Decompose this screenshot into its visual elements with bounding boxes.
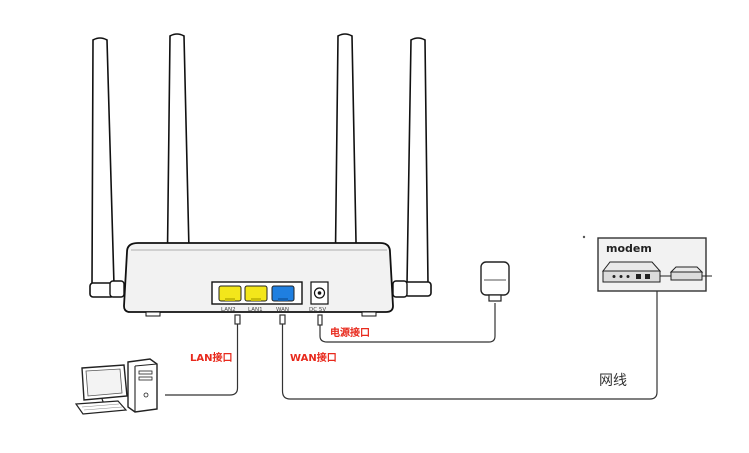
modem-box xyxy=(597,237,712,292)
wan-cable xyxy=(279,290,658,400)
power-adapter-icon xyxy=(480,261,510,302)
lan2-port xyxy=(218,285,242,302)
wan-port-label: WAN xyxy=(276,307,290,313)
lan1-port-label: LAN1 xyxy=(248,307,263,313)
wan-port xyxy=(271,285,295,302)
stray-dot xyxy=(582,235,586,239)
power-port-label: 电源接口 xyxy=(330,328,370,339)
computer-icon xyxy=(74,358,158,415)
modem-label: modem xyxy=(606,242,652,255)
lan2-port-label: LAN2 xyxy=(221,307,236,313)
dc-port-label: DC 5V xyxy=(309,307,327,313)
lan-cable xyxy=(165,314,241,396)
antenna-4 xyxy=(404,37,432,297)
wan-port-label-text: WAN接口 xyxy=(290,353,337,364)
network-cable-label: 网线 xyxy=(599,373,627,389)
dc-power-port xyxy=(310,281,329,305)
power-cable xyxy=(317,303,496,343)
lan1-port xyxy=(244,285,268,302)
router-body xyxy=(109,242,408,317)
lan-port-label: LAN接口 xyxy=(190,353,233,364)
antenna-1 xyxy=(89,37,115,298)
